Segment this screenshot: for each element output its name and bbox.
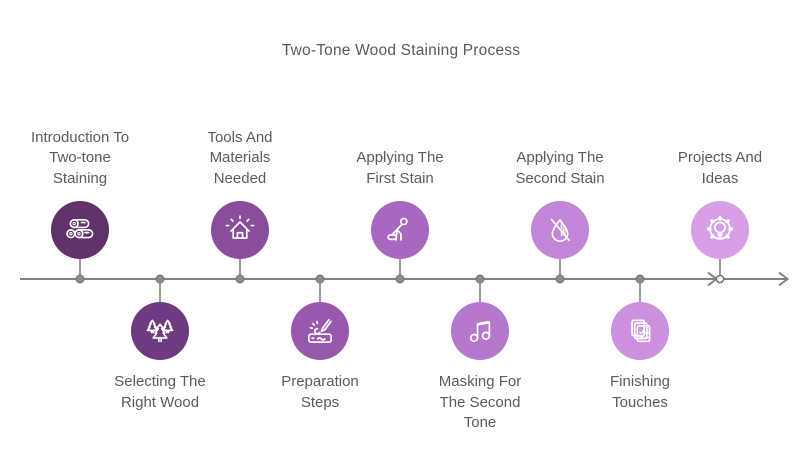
timeline-node-first-stain: Applying The First Stain — [325, 100, 475, 259]
timeline-dot — [155, 274, 165, 284]
timeline-dot — [235, 274, 245, 284]
gear-lightbulb-icon — [706, 215, 734, 240]
node-circle — [371, 201, 429, 259]
timeline-node-masking: Masking For The Second Tone — [405, 302, 555, 434]
node-circle — [291, 302, 349, 360]
node-circle — [451, 302, 509, 360]
pine-trees-icon — [146, 319, 174, 343]
node-circle — [211, 201, 269, 259]
node-circle — [51, 201, 109, 259]
timeline-node-introduction: Introduction To Two-tone Staining — [5, 100, 155, 259]
node-label: Introduction To Two-tone Staining — [30, 128, 130, 187]
timeline-dot — [75, 274, 85, 284]
timeline-dot — [635, 274, 645, 284]
timeline-node-finishing: Finishing Touches — [565, 302, 715, 413]
person-staining-icon — [387, 217, 408, 241]
no-drip-icon — [550, 218, 570, 242]
checklist-documents-icon — [631, 319, 651, 343]
node-label: Applying The Second Stain — [515, 149, 605, 187]
timeline-node-second-stain: Applying The Second Stain — [485, 100, 635, 259]
music-note-icon — [469, 320, 491, 343]
timeline-node-tools-materials: Tools And Materials Needed — [165, 100, 315, 259]
node-label: Finishing Touches — [609, 373, 671, 411]
timeline-node-preparation: Preparation Steps — [245, 302, 395, 413]
node-circle — [611, 302, 669, 360]
node-label: Projects And Ideas — [677, 149, 763, 187]
node-label: Applying The First Stain — [356, 149, 444, 187]
node-label: Preparation Steps — [281, 373, 359, 411]
timeline-dot — [315, 274, 325, 284]
timeline-dot — [395, 274, 405, 284]
page-title: Two-Tone Wood Staining Process — [281, 42, 521, 59]
node-label: Selecting The Right Wood — [114, 373, 206, 411]
logs-icon — [66, 218, 94, 239]
node-label: Masking For The Second Tone — [438, 373, 522, 431]
arrowhead-end-icon — [778, 271, 790, 287]
arrowhead-before-last-node-icon — [707, 271, 719, 287]
node-circle — [531, 201, 589, 259]
timeline-dot-open — [715, 274, 725, 284]
timeline-node-projects-ideas: Projects And Ideas — [645, 100, 795, 259]
node-circle — [691, 201, 749, 259]
timeline-dot — [475, 274, 485, 284]
timeline-node-selecting-wood: Selecting The Right Wood — [85, 302, 235, 413]
timeline-dot — [555, 274, 565, 284]
node-label: Tools And Materials Needed — [207, 128, 273, 187]
node-circle — [131, 302, 189, 360]
shining-house-icon — [225, 215, 255, 239]
wood-carving-icon — [307, 318, 333, 344]
